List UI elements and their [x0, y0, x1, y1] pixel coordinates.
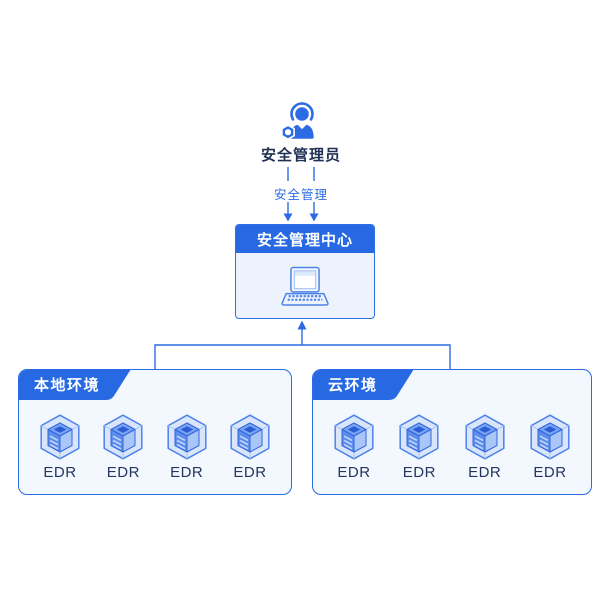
edr-node: EDR [460, 414, 510, 481]
edr-node: EDR [162, 414, 212, 481]
edr-node-label: EDR [468, 464, 502, 481]
server-cube-icon [230, 414, 270, 460]
edr-node-label: EDR [533, 464, 567, 481]
edr-node: EDR [225, 414, 275, 481]
security-center-title: 安全管理中心 [236, 225, 374, 253]
edr-node-label: EDR [337, 464, 371, 481]
edr-node: EDR [35, 414, 85, 481]
local-environment-box: 本地环境 EDR [18, 369, 292, 495]
edr-node: EDR [329, 414, 379, 481]
laptop-icon [281, 266, 329, 306]
edr-node-label: EDR [402, 464, 436, 481]
server-cube-icon [334, 414, 374, 460]
arrow-down-icon [283, 213, 293, 222]
cloud-environment-box: 云环境 EDR [312, 369, 592, 495]
arrow-up-icon [297, 320, 307, 330]
flow-label: 安全管理 [273, 188, 328, 202]
admin-user-wrench-icon [281, 102, 316, 141]
cloud-environment-nodes: EDR EDR [313, 414, 591, 481]
server-cube-icon [103, 414, 143, 460]
admin-label: 安全管理员 [260, 147, 341, 164]
local-environment-nodes: EDR EDR [19, 414, 291, 481]
server-cube-icon [167, 414, 207, 460]
server-cube-icon [465, 414, 505, 460]
local-environment-title: 本地环境 [34, 377, 101, 394]
server-cube-icon [530, 414, 570, 460]
wrench-nut-icon [281, 124, 295, 141]
edr-node-label: EDR [106, 464, 140, 481]
server-cube-icon [399, 414, 439, 460]
edr-node: EDR [98, 414, 148, 481]
edr-node: EDR [394, 414, 444, 481]
edr-node-label: EDR [233, 464, 267, 481]
edr-node-label: EDR [170, 464, 204, 481]
cloud-environment-title: 云环境 [328, 377, 378, 394]
cloud-environment-tab [313, 370, 414, 400]
local-environment-tab [19, 370, 131, 400]
security-center-body [236, 253, 374, 318]
server-cube-icon [40, 414, 80, 460]
security-center-box: 安全管理中心 [235, 224, 375, 319]
edr-node: EDR [525, 414, 575, 481]
arrow-down-icon [309, 213, 319, 222]
edr-node-label: EDR [43, 464, 77, 481]
